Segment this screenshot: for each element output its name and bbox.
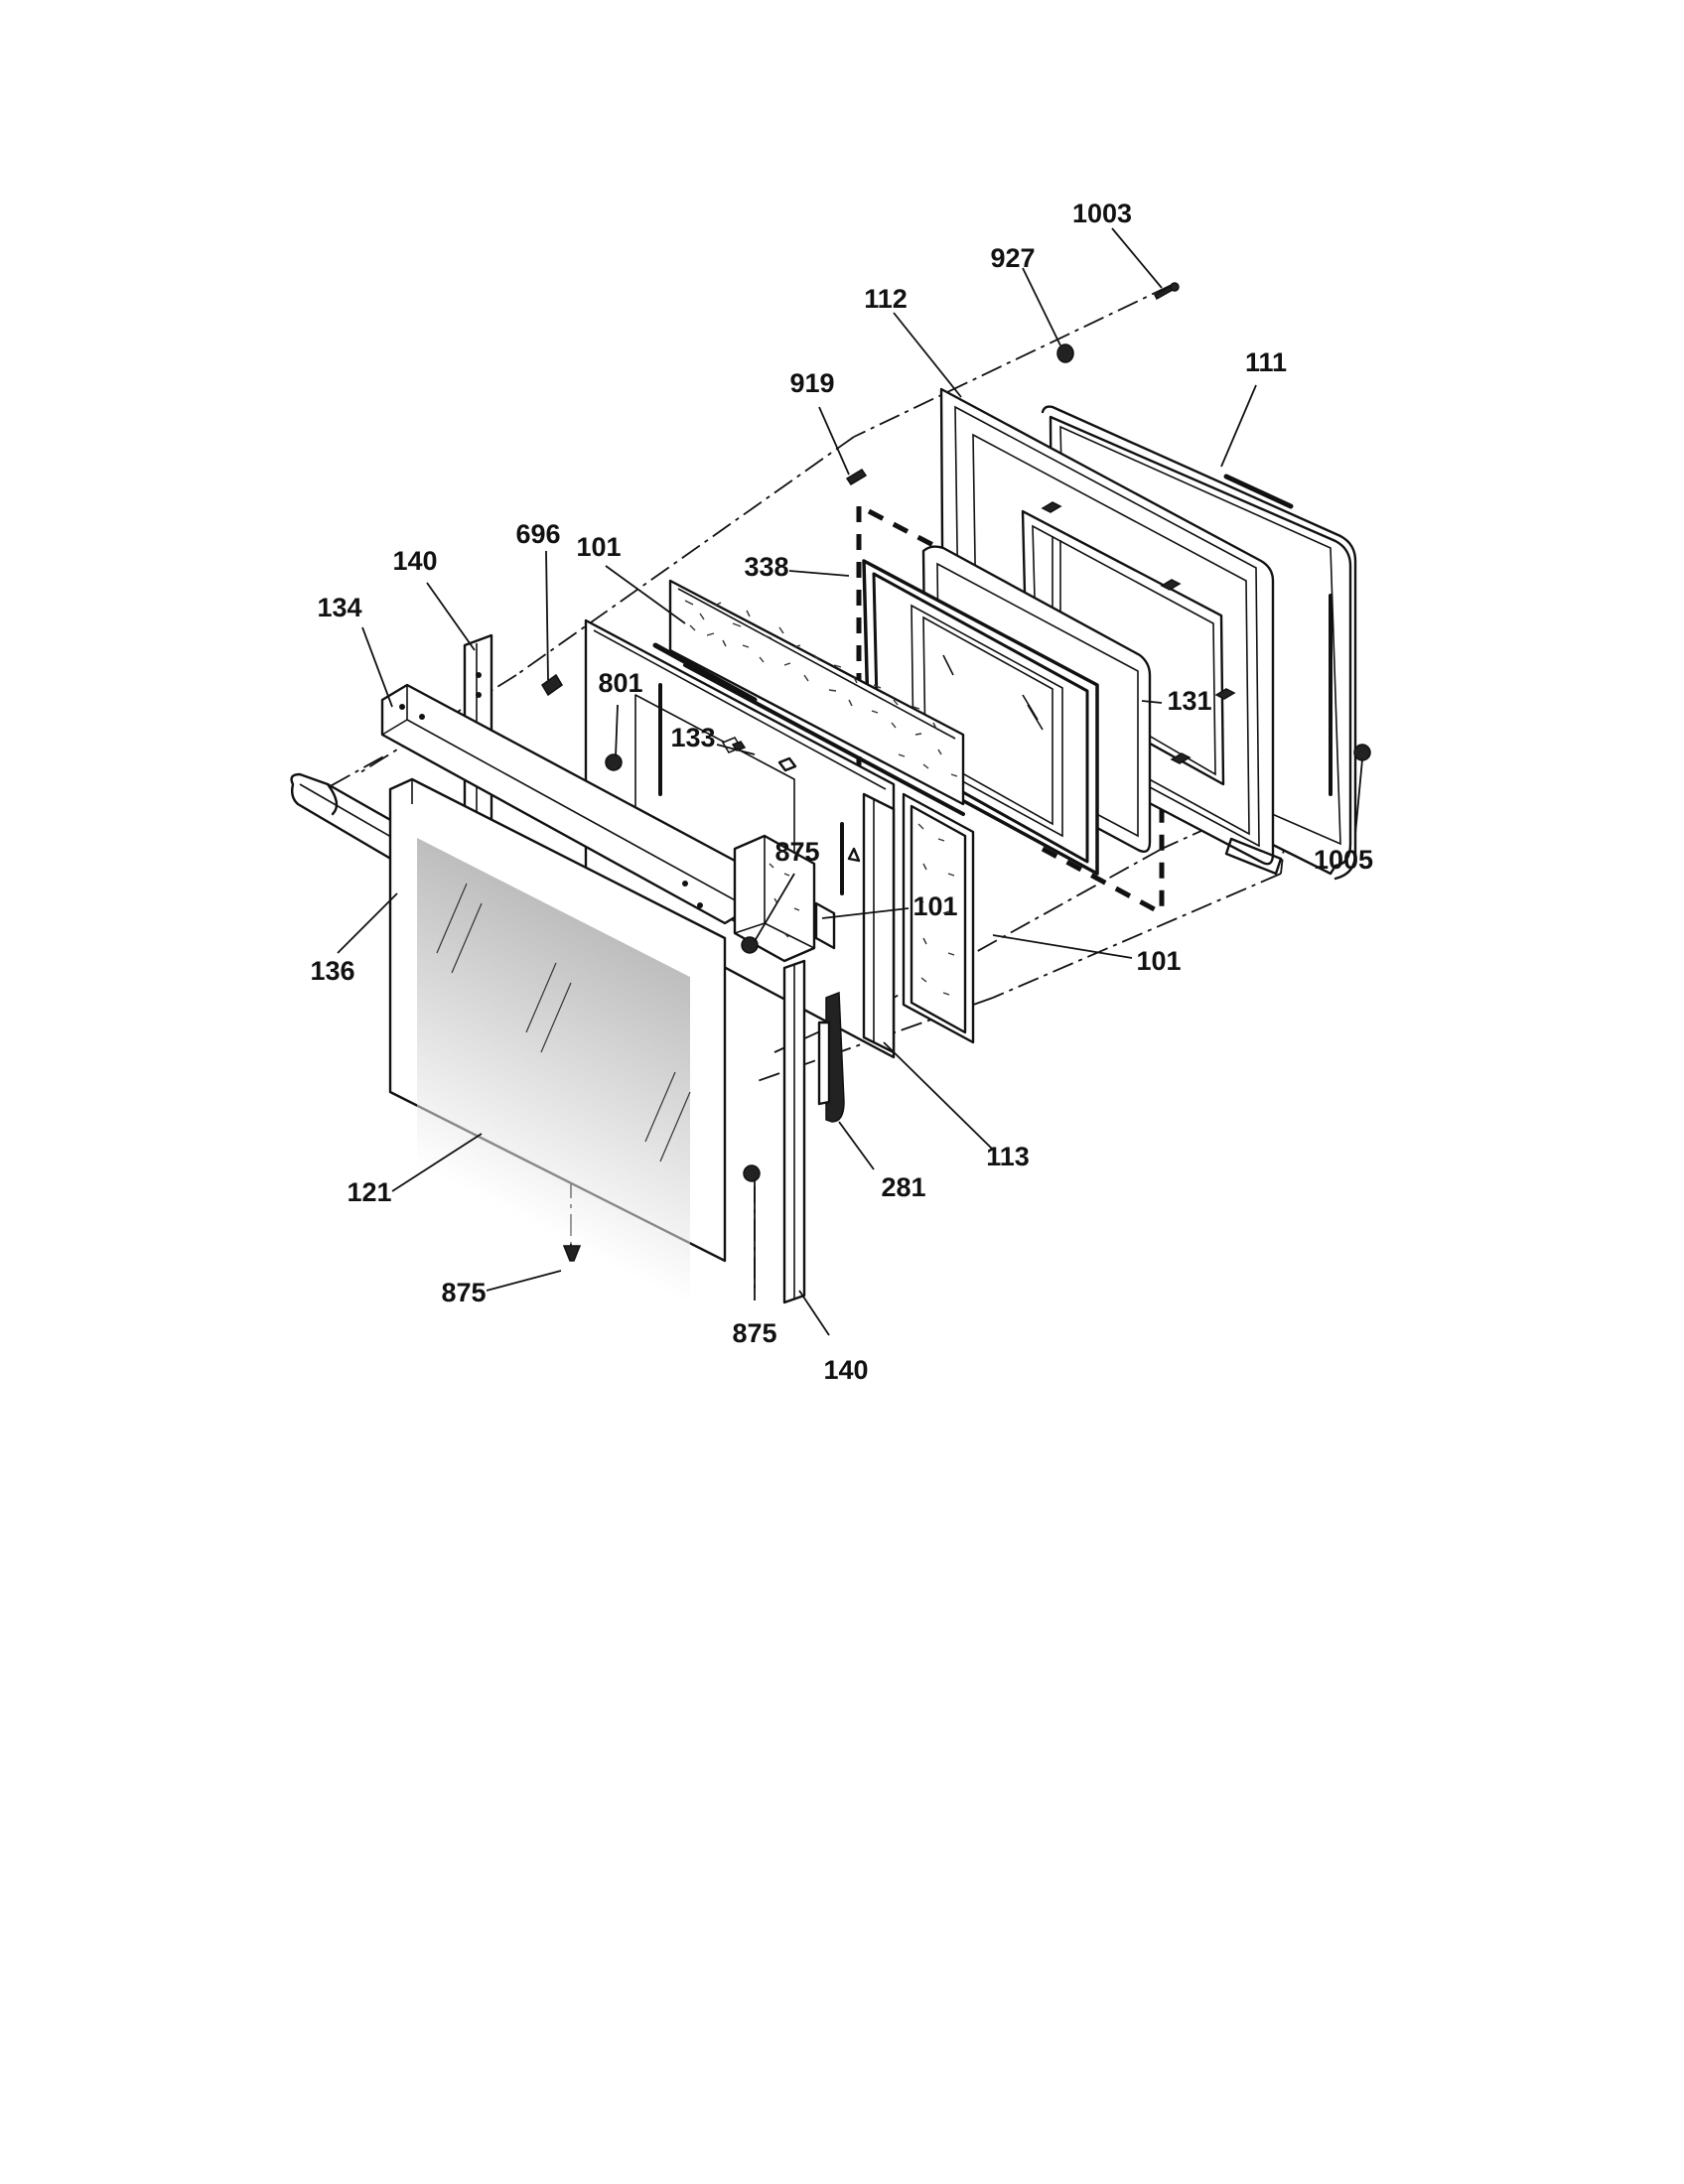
part-927-washer (1056, 343, 1074, 363)
part-696-screw (541, 673, 563, 697)
label-927: 927 (990, 243, 1035, 273)
fasteners (541, 282, 1371, 1262)
part-281-hinge (817, 991, 845, 1123)
glass-shading (417, 838, 690, 1305)
part-140-side-trim-right (782, 959, 806, 1304)
label-919: 919 (789, 368, 834, 398)
part-875-control-housing (733, 834, 836, 963)
label-136: 136 (310, 956, 354, 986)
label-875-lower-left: 875 (441, 1278, 486, 1307)
label-338: 338 (744, 552, 788, 582)
label-140-lower: 140 (823, 1355, 868, 1385)
label-801: 801 (598, 668, 642, 698)
label-140-upper: 140 (392, 546, 437, 576)
label-112: 112 (864, 284, 908, 314)
label-131: 131 (1167, 686, 1211, 716)
label-101-lower: 101 (1136, 946, 1181, 976)
label-113: 113 (986, 1142, 1030, 1171)
part-919-pin (845, 468, 868, 486)
part-113-side-channel (862, 792, 896, 1054)
label-281: 281 (881, 1172, 925, 1202)
label-875-lower: 875 (732, 1318, 776, 1348)
label-133: 133 (670, 723, 715, 752)
leader-lines (337, 227, 1363, 1336)
label-101-middle: 101 (912, 891, 957, 921)
label-111: 111 (1245, 347, 1287, 377)
label-134: 134 (317, 593, 361, 622)
label-1003: 1003 (1072, 199, 1132, 228)
label-875-upper: 875 (774, 837, 819, 867)
part-1005-screw (1353, 744, 1371, 761)
label-121: 121 (347, 1177, 391, 1207)
part-875-screw-mid (741, 936, 759, 954)
part-875-screw-bottom (562, 1245, 582, 1262)
label-696: 696 (515, 519, 560, 549)
gasket-338-outline (856, 506, 1165, 916)
label-101-upper: 101 (576, 532, 621, 562)
label-1005: 1005 (1314, 845, 1373, 875)
part-121-door-glass (388, 777, 727, 1305)
part-101-insulation-lower (902, 792, 975, 1044)
part-801-screw (605, 753, 623, 771)
part-labels: 1003 927 112 111 919 338 696 140 101 134… (310, 199, 1373, 1385)
part-875-screw-side (743, 1164, 761, 1182)
